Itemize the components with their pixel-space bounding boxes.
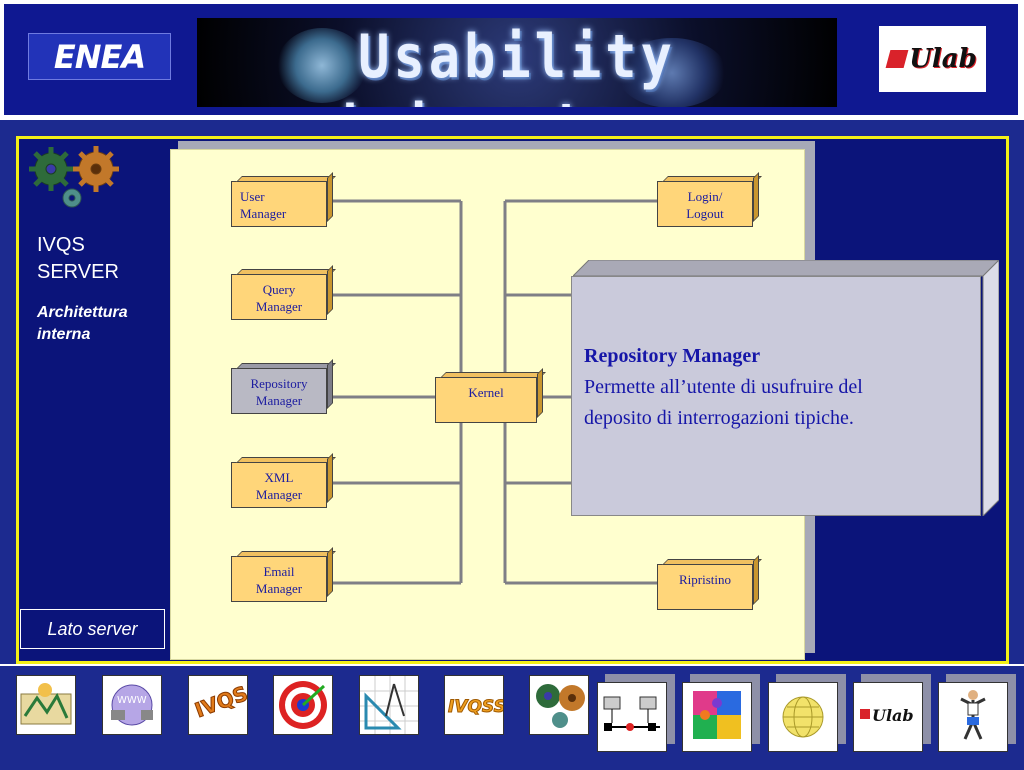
callout-title: Repository Manager — [584, 345, 761, 367]
callout-text-line2: deposito di interrogazioni tipiche. — [584, 407, 854, 429]
puzzle-icon[interactable] — [682, 682, 752, 752]
callout-3d-frame — [573, 260, 999, 516]
node-3d-side — [327, 547, 333, 597]
bottom-toolbar: WWW IVQS IVQSS Ulab — [0, 664, 1024, 770]
node-label-line2: Manager — [240, 206, 287, 221]
node-3d-top — [236, 269, 336, 275]
enea-logo-text: ENEA — [53, 37, 146, 76]
node-3d-side — [327, 453, 333, 503]
node-label-line2: Manager — [255, 393, 303, 408]
banner-glow-decoration — [277, 28, 367, 103]
callout-text-line1: Permette all’utente di usufruire del — [584, 376, 863, 398]
node-label-line1: User — [240, 189, 265, 204]
network-icon[interactable] — [597, 682, 667, 752]
node-query-manager: Query Manager — [231, 265, 336, 320]
node-3d-side — [327, 359, 333, 409]
node-label-line1: Ripristino — [678, 572, 731, 587]
node-xml-manager: XML Manager — [231, 453, 336, 508]
page-subtitle: Architettura interna — [37, 302, 167, 346]
gears-small-icon[interactable] — [529, 675, 589, 735]
ivqs-icon[interactable]: IVQS — [188, 675, 248, 735]
page-subtitle-line2: interna — [37, 326, 91, 343]
globe-icon[interactable] — [768, 682, 838, 752]
node-ripristino: Ripristino — [657, 555, 762, 610]
node-login-logout: Login/ Logout — [657, 172, 762, 227]
node-3d-side — [327, 265, 333, 315]
runner-icon[interactable] — [938, 682, 1008, 752]
globe-tile — [768, 674, 846, 752]
target-icon[interactable] — [273, 675, 333, 735]
node-label-line1: Email — [263, 564, 295, 579]
ulab-tile: Ulab — [853, 674, 931, 752]
section-label-lato-server: Lato server — [20, 609, 165, 649]
node-3d-top — [236, 363, 336, 369]
ivqs-icon-text: IVQS — [192, 681, 247, 722]
ulab-logo-mark — [885, 50, 909, 68]
banner-title: Usability Laboratory — [340, 23, 689, 107]
node-label-line1: Repository — [250, 376, 308, 391]
node-label-line2: Manager — [255, 299, 303, 314]
ulab-icon-text: Ulab — [872, 706, 914, 725]
drafting-tools-icon[interactable] — [359, 675, 419, 735]
node-label-line2: Manager — [255, 487, 303, 502]
banner-glow-decoration — [617, 38, 727, 107]
network-tile — [597, 674, 675, 752]
node-user-manager: User Manager — [231, 172, 336, 227]
node-3d-top — [236, 457, 336, 463]
gears-icon — [29, 146, 119, 208]
node-label-line1: Query — [262, 282, 296, 297]
node-kernel-label: Kernel — [468, 385, 504, 400]
node-repository-manager: Repository Manager — [231, 359, 336, 414]
node-3d-top — [236, 551, 336, 557]
node-label-line1: XML — [264, 470, 294, 485]
enea-logo: ENEA — [28, 33, 171, 80]
node-3d-top — [662, 559, 762, 565]
node-3d-top — [236, 176, 336, 182]
ulab-logo-text: Ulab — [909, 44, 977, 74]
node-label-line1: Login/ — [687, 189, 723, 204]
ivqss-icon[interactable]: IVQSS — [444, 675, 504, 735]
node-3d-side — [753, 555, 759, 605]
usability-laboratory-banner: Usability Laboratory — [197, 18, 837, 107]
svg-text:WWW: WWW — [117, 695, 147, 706]
ulab-logo: Ulab — [879, 26, 986, 92]
page-subtitle-line1: Architettura — [37, 304, 128, 321]
page-title-line1: IVQS — [37, 234, 85, 256]
page-title: IVQS SERVER — [37, 232, 167, 286]
map-icon[interactable] — [16, 675, 76, 735]
node-3d-side — [537, 368, 543, 418]
puzzle-tile — [682, 674, 760, 752]
node-3d-side — [753, 172, 759, 222]
callout-repository-manager: Repository Manager Permette all’utente d… — [571, 276, 981, 516]
node-label-line2: Manager — [255, 581, 303, 596]
ulab-logo-icon[interactable]: Ulab — [853, 682, 923, 752]
node-email-manager: Email Manager — [231, 547, 336, 602]
runner-tile — [938, 674, 1016, 752]
node-3d-top — [440, 372, 546, 378]
page-title-line2: SERVER — [37, 261, 119, 283]
ivqss-icon-text: IVQSS — [448, 697, 503, 717]
node-label-line2: Logout — [686, 206, 724, 221]
node-3d-side — [327, 172, 333, 222]
node-kernel: Kernel — [435, 368, 546, 423]
node-3d-top — [662, 176, 762, 182]
web-icon[interactable]: WWW — [102, 675, 162, 735]
